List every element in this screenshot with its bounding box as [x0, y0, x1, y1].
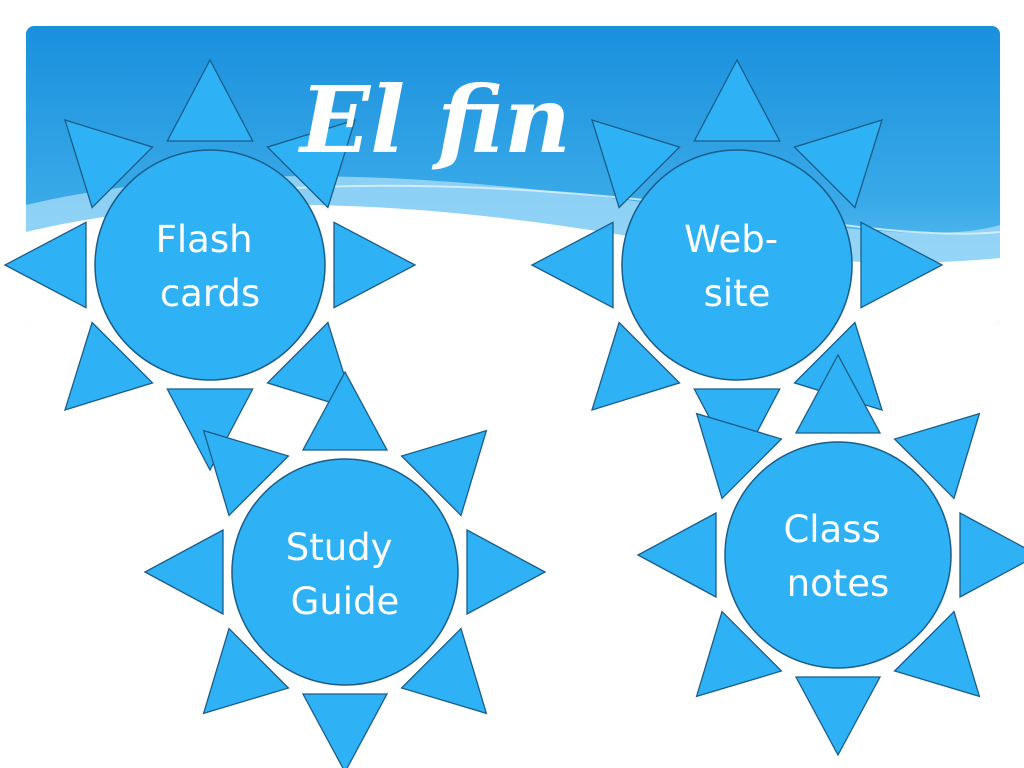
sun-rays: [3, 58, 417, 472]
sun-ray: [166, 58, 254, 142]
sun-ray: [591, 119, 681, 209]
sun-ray: [693, 58, 781, 142]
sun-ray: [530, 221, 614, 309]
sun-rays: [636, 353, 1024, 757]
sun-study-guide: Study Guide: [143, 370, 547, 768]
sun-label-line-1: Web-: [684, 218, 778, 261]
sun-circle: [231, 458, 459, 686]
sun-circle: [724, 441, 952, 669]
sun-ray: [143, 528, 224, 616]
sun-ray: [959, 511, 1024, 599]
sun-ray: [695, 610, 783, 698]
sun-web-site: Web- site: [530, 58, 944, 472]
sun-label-line-1: Study: [286, 526, 393, 569]
sun-label-line-1: Class: [783, 508, 880, 551]
sun-ray: [301, 693, 389, 768]
sun-ray: [591, 321, 681, 411]
sun-label-line-1: Flash: [156, 218, 253, 261]
sun-label-line-2: notes: [787, 562, 890, 605]
sun-ray: [793, 119, 883, 209]
sun-circle: [94, 149, 326, 381]
sun-rays: [143, 370, 547, 768]
sun-circle: [621, 149, 853, 381]
sun-ray: [400, 627, 488, 715]
sun-ray: [636, 511, 717, 599]
sun-label: Web- site: [684, 218, 790, 315]
sun-ray: [202, 429, 290, 517]
sun-class-notes: Class notes: [636, 353, 1024, 757]
sun-ray: [695, 412, 783, 500]
sun-label-line-2: cards: [160, 272, 260, 315]
sun-ray: [266, 119, 356, 209]
sun-ray: [301, 370, 389, 451]
sun-ray: [266, 321, 356, 411]
sun-label: Study Guide: [286, 526, 405, 623]
sun-ray: [794, 676, 882, 757]
sun-ray: [64, 321, 154, 411]
sun-ray: [893, 412, 981, 500]
sun-label: Class notes: [783, 508, 892, 605]
slide-title: El fin: [297, 66, 571, 174]
sun-ray: [400, 429, 488, 517]
sun-ray: [3, 221, 87, 309]
sun-flash-cards: Flash cards: [3, 58, 417, 472]
sun-ray: [64, 119, 154, 209]
sun-ray: [466, 528, 547, 616]
sun-label-line-2: site: [704, 272, 771, 315]
sun-ray: [794, 353, 882, 434]
sun-ray: [860, 221, 944, 309]
sun-ray: [893, 610, 981, 698]
sun-ray: [333, 221, 417, 309]
sun-label-line-2: Guide: [291, 580, 400, 623]
sun-ray: [202, 627, 290, 715]
sun-label: Flash cards: [156, 218, 265, 315]
sun-ray: [166, 388, 254, 472]
